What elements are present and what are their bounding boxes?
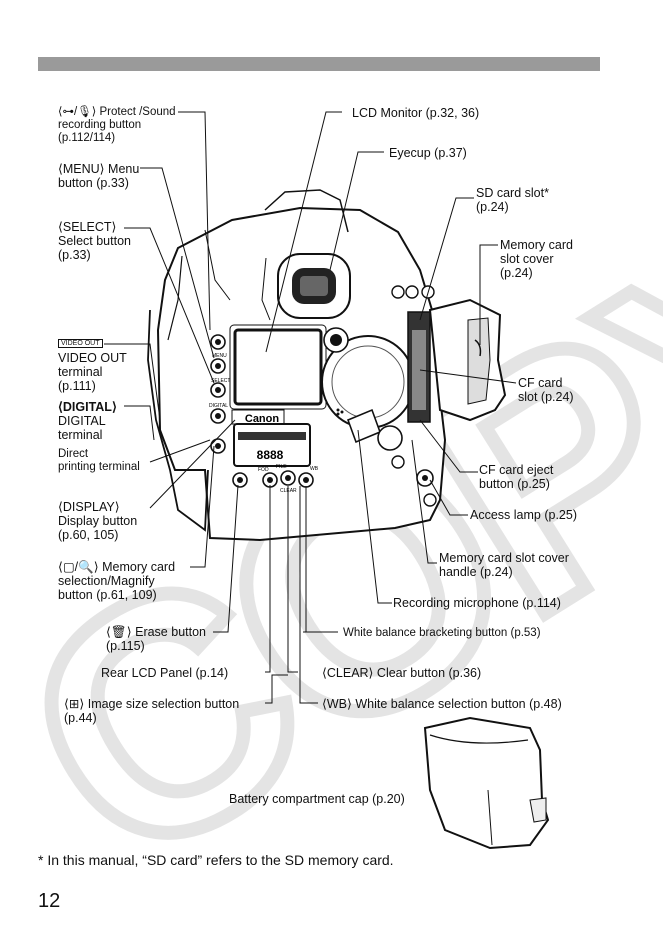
display-button-label: ⟨DISPLAY⟩ Display button (p.60, 105) <box>58 500 138 542</box>
bottom-buttons: FOD FILE WB CLEAR <box>232 464 319 494</box>
grip <box>147 309 209 532</box>
wb-selection-label: ⟨WB⟩ White balance selection button (p.4… <box>322 697 562 711</box>
card-magnify-icon: ⟨▢/🔍⟩ <box>58 560 99 574</box>
video-out-label: VIDEO OUT VIDEO OUT terminal (p.111) <box>58 339 127 393</box>
image-size-label: ⟨⊞⟩ Image size selection button (p.44) <box>64 697 240 725</box>
cf-eject-label: CF card eject button (p.25) <box>479 463 554 491</box>
image-size-icon: ⟨⊞⟩ <box>64 697 85 711</box>
access-lamp-label: Access lamp (p.25) <box>470 508 577 522</box>
digital-terminal-label: ⟨DIGITAL⟩ DIGITAL terminal <box>58 400 117 442</box>
svg-text:WB: WB <box>310 466 319 472</box>
memory-card-select-label: ⟨▢/🔍⟩ Memory card selection/Magnify butt… <box>58 560 176 602</box>
trash-icon: ⟨🗑⟩ <box>106 625 132 639</box>
leader-lines <box>104 111 517 704</box>
microphone-label: Recording microphone (p.114) <box>393 596 561 610</box>
eyecup-label: Eyecup (p.37) <box>389 146 467 160</box>
protect-sound-label: ⟨⊶/🎙⟩ Protect /Sound recording button (p… <box>58 106 176 144</box>
slot-cover-handle-label: Memory card slot cover handle (p.24) <box>439 551 569 579</box>
svg-text:DIGITAL: DIGITAL <box>209 403 228 409</box>
rear-lcd-digits: 8888 <box>257 448 284 462</box>
svg-text:MENU: MENU <box>212 353 227 359</box>
footnote: * In this manual, “SD card” refers to th… <box>38 852 394 868</box>
page-number: 12 <box>38 890 61 912</box>
erase-button-label: ⟨🗑⟩ Erase button (p.115) <box>106 625 206 653</box>
cf-slot-label: CF card slot (p.24) <box>518 376 574 404</box>
memory-card-cover-label: Memory card slot cover (p.24) <box>500 238 573 280</box>
lcd-monitor-label: LCD Monitor (p.32, 36) <box>352 106 480 120</box>
svg-text:CLEAR: CLEAR <box>280 488 297 494</box>
select-button-label: ⟨SELECT⟩ Select button (p.33) <box>58 220 131 262</box>
header-bar <box>38 57 600 71</box>
sd-slot-label: SD card slot* (p.24) <box>476 186 549 214</box>
battery-cap-illustration <box>423 716 550 850</box>
svg-text:FILE: FILE <box>276 464 287 470</box>
prism-top <box>264 189 349 233</box>
svg-text:FOD: FOD <box>258 467 269 473</box>
left-buttons: MENU SELECT DIGITAL <box>209 334 230 454</box>
battery-cap-label: Battery compartment cap (p.20) <box>229 792 405 806</box>
clear-button-label: ⟨CLEAR⟩ Clear button (p.36) <box>322 666 482 680</box>
svg-text:SELECT: SELECT <box>211 378 230 384</box>
wb-bracketing-label: White balance bracketing button (p.53) <box>343 627 541 639</box>
lcd-monitor <box>233 328 323 406</box>
rear-lcd-label: Rear LCD Panel (p.14) <box>101 666 229 680</box>
direct-printing-label: Direct printing terminal <box>58 448 140 473</box>
camera-brand: Canon <box>245 413 280 425</box>
menu-button-label: ⟨MENU⟩ Menu button (p.33) <box>58 162 140 190</box>
